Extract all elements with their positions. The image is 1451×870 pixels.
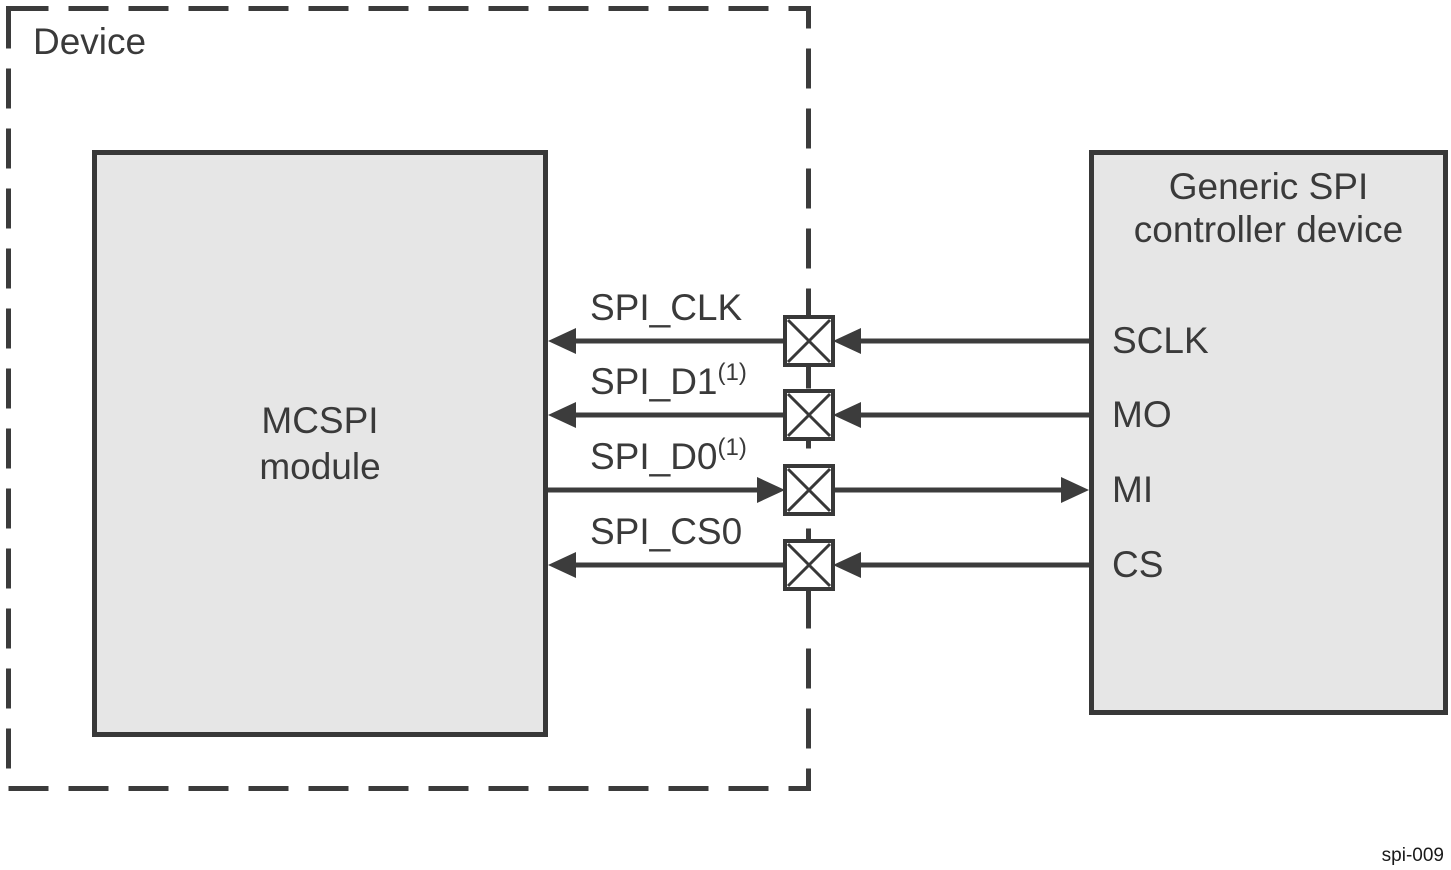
spi-controller-box: Generic SPI controller device SCLK MO MI… — [1089, 150, 1448, 715]
arrowhead-left-spi-d1 — [548, 402, 576, 428]
signal-name-spi-clk: SPI_CLK — [590, 287, 743, 328]
signal-line-spi-d0 — [548, 477, 785, 503]
signal-line-cs — [833, 552, 1089, 578]
mcspi-name-line1: MCSPI — [261, 400, 379, 442]
controller-title-line1: Generic SPI — [1168, 166, 1369, 207]
figure-id: spi-009 — [1381, 845, 1444, 866]
io-pad-symbol-spi-cs0 — [783, 539, 835, 591]
signal-label-spi-clk: SPI_CLK — [590, 289, 742, 327]
mcspi-module-box: MCSPI module — [92, 150, 548, 737]
arrowhead-left-mo — [833, 402, 861, 428]
signal-name-spi-d1: SPI_D1 — [590, 361, 718, 402]
signal-label-spi-d1: SPI_D1(1) — [590, 361, 747, 402]
signal-name-spi-cs0: SPI_CS0 — [590, 511, 743, 552]
signal-footnote-spi-d1: (1) — [717, 359, 747, 386]
arrowhead-left-spi-cs0 — [548, 552, 576, 578]
arrowhead-right-spi-d0 — [757, 477, 785, 503]
signal-line-mo — [833, 402, 1089, 428]
device-boundary-label: Device — [33, 21, 147, 62]
signal-line-sclk — [833, 328, 1089, 354]
signal-label-spi-d0: SPI_D0(1) — [590, 436, 747, 477]
port-label-cs: CS — [1112, 544, 1164, 585]
arrowhead-left-spi-clk — [548, 328, 576, 354]
signal-name-spi-d0: SPI_D0 — [590, 436, 718, 477]
port-label-mo: MO — [1112, 394, 1172, 435]
signal-line-spi-clk — [548, 328, 785, 354]
mcspi-module-name: MCSPI module — [259, 398, 380, 488]
signal-footnote-spi-d0: (1) — [717, 434, 747, 461]
io-pad-symbol-spi-clk — [783, 315, 835, 367]
arrowhead-right-mi — [1061, 477, 1089, 503]
signal-label-spi-cs0: SPI_CS0 — [590, 513, 742, 551]
signal-line-spi-d1 — [548, 402, 785, 428]
port-label-sclk: SCLK — [1112, 320, 1209, 361]
arrowhead-left-sclk — [833, 328, 861, 354]
io-pad-symbol-spi-d1 — [783, 389, 835, 441]
io-pad-symbol-spi-d0 — [783, 464, 835, 516]
mcspi-name-line2: module — [259, 445, 381, 487]
device-boundary-dashed-border — [6, 6, 811, 791]
spi-controller-title: Generic SPI controller device — [1094, 155, 1443, 252]
port-label-mi: MI — [1112, 469, 1154, 510]
signal-line-spi-cs0 — [548, 552, 785, 578]
signal-line-mi — [833, 477, 1089, 503]
controller-title-line2: controller device — [1133, 209, 1404, 251]
arrowhead-left-cs — [833, 552, 861, 578]
